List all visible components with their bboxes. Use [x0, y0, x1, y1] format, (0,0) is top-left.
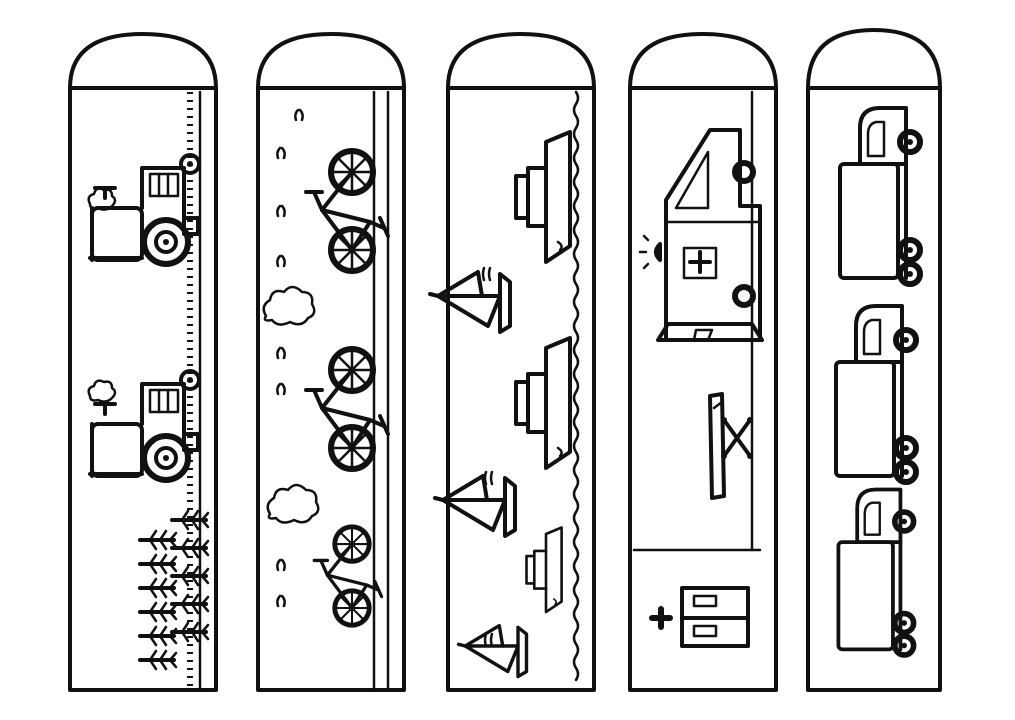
hospital-door-icon: [680, 586, 750, 648]
siren-light-icon: [638, 234, 662, 270]
bookmark-ambulance: [628, 32, 778, 692]
bookmark-trucks: [806, 28, 942, 692]
road-lines: [372, 90, 390, 692]
ambulance-icon: [656, 128, 764, 342]
plus-icon: [649, 606, 673, 630]
bookmark-tractors: [68, 32, 218, 692]
wavy-shoreline: [572, 90, 580, 682]
bookmark-bicycles: [256, 32, 406, 692]
bookmark-sailboats: [428, 32, 596, 692]
stretcher-icon: [708, 392, 753, 500]
